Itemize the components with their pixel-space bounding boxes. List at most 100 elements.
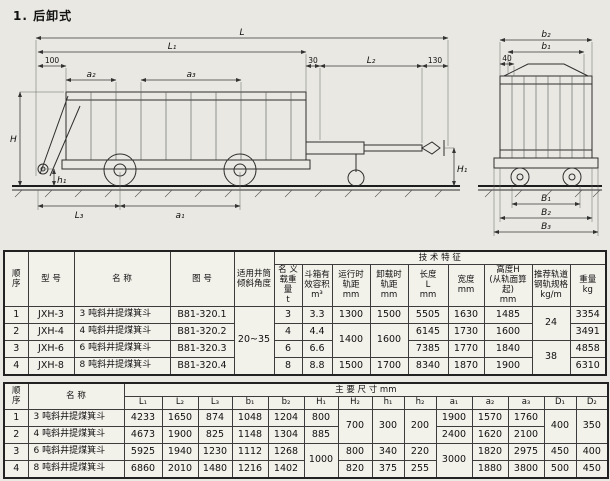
t1-cell: 4 吨斜井提煤箕斗 <box>73 322 171 341</box>
t1-cell: 1485 <box>483 305 533 324</box>
t1-cell: 8 <box>273 356 303 375</box>
t2-cell: 1900 <box>435 408 473 427</box>
t2-cell: 874 <box>197 408 233 427</box>
t1-cell: B81-320.3 <box>169 339 235 358</box>
t2-cell: 1760 <box>507 408 545 427</box>
t2-cell: 1000 <box>303 442 339 478</box>
t2-header-b2: b₂ <box>267 395 305 410</box>
dim-label-b1: b₁ <box>541 42 551 52</box>
t1-cell: 1500 <box>369 305 409 324</box>
t2-cell: 1268 <box>267 442 305 461</box>
t2-header-seq: 顺 序 <box>3 382 29 410</box>
t2-cell: 1148 <box>231 425 269 444</box>
t2-header-a2: a₂ <box>471 395 509 410</box>
t1-cell: B81-320.1 <box>169 305 235 324</box>
t1-cell: 3354 <box>569 305 607 324</box>
dim-label-L: L <box>239 28 244 38</box>
t2-cell: 1570 <box>471 408 509 427</box>
t2-cell: 1 <box>3 408 29 427</box>
t1-cell: 1 <box>3 305 29 324</box>
t2-cell: 200 <box>403 408 437 444</box>
dim-label-H1: H₁ <box>457 165 468 175</box>
t2-cell: 400 <box>575 442 609 461</box>
t1-cell: 6145 <box>407 322 449 341</box>
t1-cell: JXH-3 <box>27 305 75 324</box>
t2-header-L2: L₂ <box>161 395 199 410</box>
t2-cell: 1230 <box>197 442 233 461</box>
t1-cell: 1770 <box>447 339 485 358</box>
t2-cell: 1048 <box>231 408 269 427</box>
t1-cell: 6 <box>273 339 303 358</box>
t1-cell: 1840 <box>483 339 533 358</box>
dim-label-L3: L₃ <box>75 211 84 221</box>
t2-cell: 6860 <box>123 459 163 478</box>
t1-cell: B81-320.4 <box>169 356 235 375</box>
t1-cell-rail: 24 <box>531 305 571 341</box>
wheel-right <box>562 167 582 187</box>
dim-label-h1: h₁ <box>57 176 67 186</box>
t1-cell: JXH-8 <box>27 356 75 375</box>
t1-cell-angle: 20~35 <box>233 305 275 375</box>
t1-header-tech: 技 术 特 征 <box>273 250 607 265</box>
t1-cell: 3 <box>3 339 29 358</box>
t2-header-L3: L₃ <box>197 395 233 410</box>
dim-label-a1: a₁ <box>175 211 185 221</box>
t2-cell: 8 吨斜井提煤箕斗 <box>27 459 125 478</box>
t2-cell: 5925 <box>123 442 163 461</box>
t2-cell: 2400 <box>435 425 473 444</box>
t1-cell: JXH-6 <box>27 339 75 358</box>
wheel-left <box>510 167 530 187</box>
t2-cell: 255 <box>403 459 437 478</box>
t1-cell: 6.6 <box>301 339 333 358</box>
t2-cell: 3800 <box>507 459 545 478</box>
dims-table: 顺 序 名 称 主 要 尺 寸 mm L₁ L₂ L₃ b₁ b₂ H₁ H₂ … <box>3 382 610 479</box>
t1-cell: 3 吨斜井提煤箕斗 <box>73 305 171 324</box>
t1-header-width: 宽度 mm <box>447 263 485 307</box>
t1-cell: 1630 <box>447 305 485 324</box>
t2-cell: 1480 <box>197 459 233 478</box>
t1-cell: 1900 <box>483 356 533 375</box>
t1-header-angle: 适用井筒 倾斜角度 <box>233 250 275 307</box>
t1-header-model: 型 号 <box>27 250 75 307</box>
t2-header-D2: D₂ <box>575 395 609 410</box>
t2-cell: 4 <box>3 459 29 478</box>
t2-cell: 1402 <box>267 459 305 478</box>
t1-cell: 1600 <box>369 322 409 358</box>
t2-cell: 4233 <box>123 408 163 427</box>
t2-cell: 1620 <box>471 425 509 444</box>
t2-cell: 1216 <box>231 459 269 478</box>
t2-cell: 1940 <box>161 442 199 461</box>
dim-label-B3: B₃ <box>541 222 551 232</box>
t2-header-h2: h₂ <box>403 395 437 410</box>
t1-cell: 1600 <box>483 322 533 341</box>
t2-cell: 885 <box>303 425 339 444</box>
t1-cell: 3491 <box>569 322 607 341</box>
spec-table: 顺 序 型 号 名 称 图 号 适用井筒 倾斜角度 技 术 特 征 名 义 载重… <box>3 250 608 376</box>
technical-drawing: L L₁ 100 30 L₂ 130 a₂ a₃ H H₁ h₁ L₃ a₁ <box>10 28 602 236</box>
t2-cell: 340 <box>371 442 405 461</box>
t1-cell: 3 <box>273 305 303 324</box>
t1-cell: 4858 <box>569 339 607 358</box>
dim-label-b2: b₂ <box>541 30 551 40</box>
ground-hatch <box>14 189 601 198</box>
t1-header-load: 名 义 载重量 t <box>273 263 303 307</box>
t1-cell: 4 <box>273 322 303 341</box>
t2-cell: 375 <box>371 459 405 478</box>
t2-cell: 1204 <box>267 408 305 427</box>
t1-cell-rail: 38 <box>531 339 571 375</box>
table-row: 3 JXH-6 6 吨斜井提煤箕斗 B81-320.3 6 6.6 7385 1… <box>3 339 607 375</box>
t2-cell: 2 <box>3 425 29 444</box>
t2-cell: 1112 <box>231 442 269 461</box>
t2-header-name: 名 称 <box>27 382 125 410</box>
t1-header-volume: 斗箱有 效容积 m³ <box>301 263 333 307</box>
t1-cell: 8 吨斜井提煤箕斗 <box>73 356 171 375</box>
t2-cell: 450 <box>543 442 577 461</box>
t2-cell: 1304 <box>267 425 305 444</box>
t2-cell: 3 <box>3 442 29 461</box>
t1-header-gauge-unload: 卸载时 轨距 mm <box>369 263 409 307</box>
t2-header-D1: D₁ <box>543 395 577 410</box>
t2-cell: 4 吨斜井提煤箕斗 <box>27 425 125 444</box>
t1-cell: 1870 <box>447 356 485 375</box>
t2-cell: 800 <box>337 442 373 461</box>
